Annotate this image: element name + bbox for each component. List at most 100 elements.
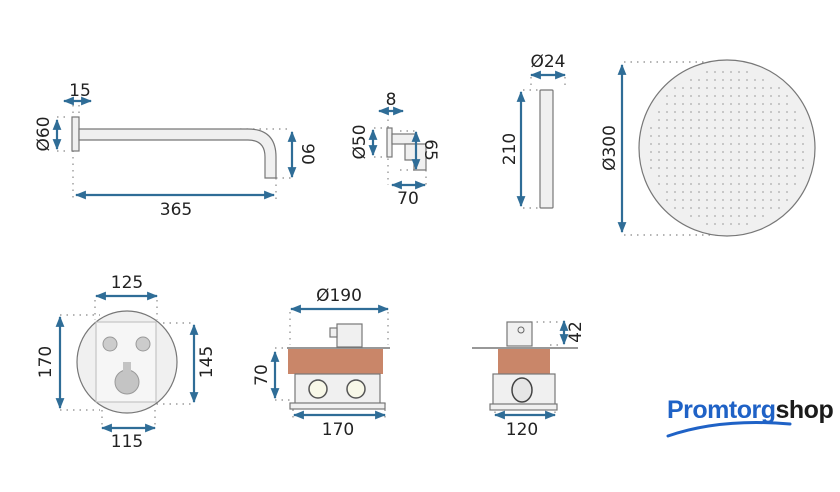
- nozzle-dot: [778, 143, 780, 145]
- nozzle-dot: [722, 103, 724, 105]
- nozzle-dot: [666, 183, 668, 185]
- nozzle-dot: [738, 159, 740, 161]
- box-end-width-label: 120: [506, 420, 538, 440]
- nozzle-dot: [754, 135, 756, 137]
- logo-swoosh: [666, 421, 792, 438]
- nozzle-dot: [690, 167, 692, 169]
- nozzle-dot: [730, 223, 732, 225]
- nozzle-dot: [722, 135, 724, 137]
- nozzle-dot: [666, 143, 668, 145]
- nozzle-dot: [746, 87, 748, 89]
- nozzle-dot: [650, 127, 652, 129]
- nozzle-dot: [674, 119, 676, 121]
- box-front-bottom-width-label: 115: [111, 432, 143, 452]
- nozzle-dot: [714, 79, 716, 81]
- shower-arm-drawing: 15 Ø60 90 365: [34, 81, 317, 220]
- nozzle-dot: [706, 127, 708, 129]
- nozzle-dot: [746, 143, 748, 145]
- nozzle-dot: [714, 215, 716, 217]
- holder-flange-width-label: 8: [386, 90, 397, 110]
- nozzle-dot: [754, 111, 756, 113]
- nozzle-dot: [650, 159, 652, 161]
- logo-part-1: Promtorg: [667, 396, 776, 424]
- nozzle-dot: [666, 111, 668, 113]
- nozzle-dot: [674, 175, 676, 177]
- nozzle-dot: [754, 183, 756, 185]
- nozzle-dot: [730, 175, 732, 177]
- nozzle-dot: [658, 159, 660, 161]
- nozzle-dot: [762, 95, 764, 97]
- nozzle-dot: [690, 79, 692, 81]
- nozzle-dot: [778, 159, 780, 161]
- nozzle-dot: [802, 167, 804, 169]
- nozzle-dot: [746, 175, 748, 177]
- nozzle-dot: [706, 191, 708, 193]
- arm-drop-height-label: 90: [297, 143, 317, 165]
- nozzle-dot: [738, 143, 740, 145]
- nozzle-dot: [730, 127, 732, 129]
- nozzle-dot: [778, 103, 780, 105]
- nozzle-dot: [762, 199, 764, 201]
- nozzle-dot: [706, 79, 708, 81]
- nozzle-dot: [778, 87, 780, 89]
- nozzle-dot: [746, 167, 748, 169]
- nozzle-dot: [786, 111, 788, 113]
- nozzle-dot: [706, 183, 708, 185]
- nozzle-dot: [714, 151, 716, 153]
- nozzle-dot: [674, 143, 676, 145]
- nozzle-dot: [762, 79, 764, 81]
- rain-head-drawing: Ø300: [600, 59, 816, 237]
- nozzle-dot: [722, 151, 724, 153]
- nozzle-dot: [770, 207, 772, 209]
- nozzle-dot: [698, 183, 700, 185]
- nozzle-dot: [690, 175, 692, 177]
- nozzle-dot: [730, 207, 732, 209]
- nozzle-dot: [770, 95, 772, 97]
- nozzle-dot: [690, 207, 692, 209]
- nozzle-dot: [794, 151, 796, 153]
- nozzle-dot: [746, 215, 748, 217]
- nozzle-dot: [754, 159, 756, 161]
- nozzle-dot: [794, 159, 796, 161]
- nozzle-dot: [738, 199, 740, 201]
- nozzle-dot: [762, 119, 764, 121]
- nozzle-dot: [786, 199, 788, 201]
- holder-flange-diameter-label: Ø50: [350, 124, 370, 159]
- nozzle-dot: [666, 127, 668, 129]
- nozzle-dot: [714, 199, 716, 201]
- nozzle-dot: [674, 199, 676, 201]
- nozzle-dot: [746, 71, 748, 73]
- nozzle-dot: [690, 135, 692, 137]
- nozzle-dot: [738, 87, 740, 89]
- nozzle-dot: [706, 215, 708, 217]
- nozzle-dot: [658, 175, 660, 177]
- nozzle-dot: [698, 167, 700, 169]
- nozzle-dot: [730, 183, 732, 185]
- nozzle-dot: [786, 95, 788, 97]
- nozzle-dot: [666, 191, 668, 193]
- nozzle-dot: [714, 135, 716, 137]
- nozzle-dot: [770, 159, 772, 161]
- nozzle-dot: [706, 135, 708, 137]
- box-front-outer-height-label: 170: [36, 346, 56, 378]
- nozzle-dot: [698, 135, 700, 137]
- nozzle-dot: [682, 151, 684, 153]
- nozzle-dot: [738, 79, 740, 81]
- nozzle-dot: [714, 191, 716, 193]
- nozzle-dot: [778, 127, 780, 129]
- nozzle-dot: [746, 119, 748, 121]
- nozzle-dot: [706, 71, 708, 73]
- nozzle-dot: [706, 167, 708, 169]
- nozzle-dot: [682, 95, 684, 97]
- nozzle-dot: [778, 151, 780, 153]
- nozzle-dot: [682, 111, 684, 113]
- nozzle-dot: [706, 207, 708, 209]
- nozzle-dot: [690, 151, 692, 153]
- nozzle-dot: [746, 103, 748, 105]
- nozzle-dot: [754, 79, 756, 81]
- nozzle-dot: [778, 135, 780, 137]
- nozzle-dot: [802, 135, 804, 137]
- nozzle-dot: [690, 103, 692, 105]
- nozzle-dot: [714, 71, 716, 73]
